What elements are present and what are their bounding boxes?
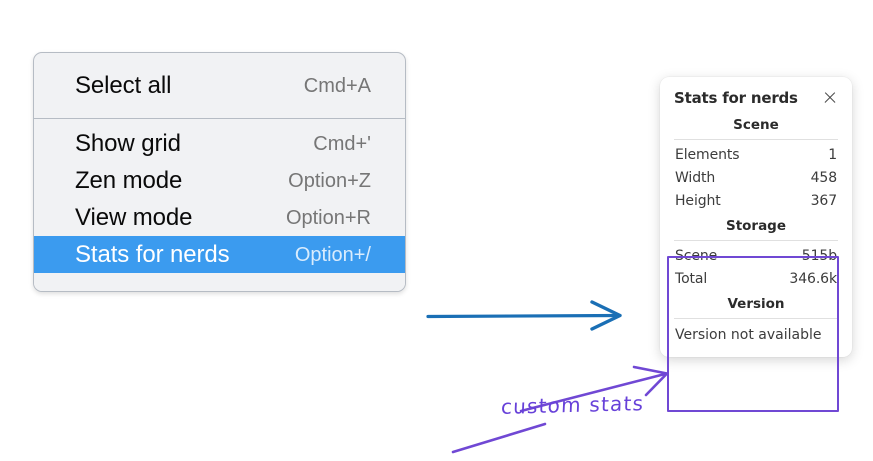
menu-item-view-mode[interactable]: View mode Option+R <box>34 199 405 236</box>
canvas-context-menu[interactable]: Select all Cmd+A Show grid Cmd+' Zen mod… <box>33 52 406 292</box>
stats-panel-body: Scene Elements 1 Width 458 Height 367 St… <box>660 111 852 345</box>
stats-row-value: 515b <box>801 247 837 264</box>
menu-item-shortcut: Cmd+' <box>313 132 371 155</box>
custom-stats-annotation-label: custom stats <box>500 391 645 419</box>
menu-divider <box>34 118 405 119</box>
menu-footer-spacer <box>34 273 405 291</box>
menu-item-label: Select all <box>75 71 172 99</box>
stats-group-heading: Version <box>727 296 785 312</box>
version-not-available-text: Version not available <box>675 327 822 343</box>
menu-item-label: Stats for nerds <box>75 240 230 268</box>
stats-group-heading: Storage <box>725 218 787 234</box>
close-icon[interactable] <box>822 90 838 106</box>
stats-panel-title: Stats for nerds <box>674 89 798 107</box>
stats-row-key: Scene <box>675 247 718 264</box>
stats-row-key: Elements <box>675 146 740 163</box>
stats-row-key: Width <box>675 169 716 186</box>
stats-for-nerds-panel: Stats for nerds Scene Elements 1 Width 4… <box>660 77 852 357</box>
menu-item-label: View mode <box>75 203 193 231</box>
blue-arrow-annotation <box>426 300 622 331</box>
stats-row: Width 458 <box>673 166 839 189</box>
menu-section-select: Select all Cmd+A <box>34 53 405 118</box>
stats-row: Elements 1 <box>673 143 839 166</box>
stats-group-scene: Scene Elements 1 Width 458 Height 367 <box>673 111 839 212</box>
menu-item-shortcut: Option+Z <box>288 169 371 192</box>
stats-row-value: 1 <box>828 146 837 163</box>
menu-item-show-grid[interactable]: Show grid Cmd+' <box>34 125 405 162</box>
purple-arrow-lower <box>451 422 547 454</box>
stats-panel-titlebar: Stats for nerds <box>660 87 852 111</box>
menu-item-shortcut: Cmd+A <box>303 74 371 97</box>
stats-group-version: Version Version not available <box>673 290 839 345</box>
stats-group-heading: Scene <box>733 117 779 133</box>
stats-group-storage: Storage Scene 515b Total 346.6k <box>673 212 839 290</box>
menu-item-shortcut: Option+/ <box>294 243 371 266</box>
stats-group-rule <box>674 240 838 241</box>
menu-item-label: Zen mode <box>75 166 183 194</box>
stats-row-value: 367 <box>810 192 838 209</box>
menu-item-stats-for-nerds[interactable]: Stats for nerds Option+/ <box>34 236 405 273</box>
menu-item-label: Show grid <box>75 129 181 157</box>
stats-row-key: Height <box>675 192 721 209</box>
menu-item-select-all[interactable]: Select all Cmd+A <box>34 67 405 104</box>
menu-section-view: Show grid Cmd+' Zen mode Option+Z View m… <box>34 119 405 273</box>
stats-row-value: 346.6k <box>789 270 837 287</box>
menu-item-zen-mode[interactable]: Zen mode Option+Z <box>34 162 405 199</box>
stats-row-value: 458 <box>810 169 838 186</box>
stats-group-rule <box>674 139 838 140</box>
stats-row: Total 346.6k <box>673 267 839 290</box>
stats-row-key: Total <box>675 270 708 287</box>
stats-row: Height 367 <box>673 189 839 212</box>
menu-item-shortcut: Option+R <box>285 206 371 229</box>
stats-row: Scene 515b <box>673 244 839 267</box>
stats-group-rule <box>674 318 838 319</box>
